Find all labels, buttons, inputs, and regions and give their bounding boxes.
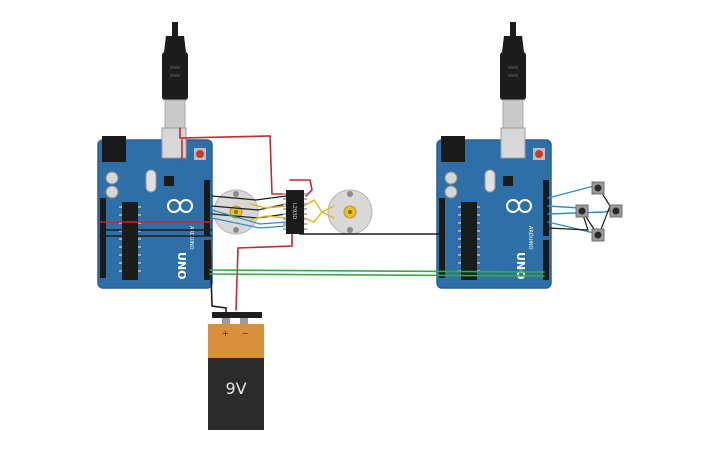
wire-black bbox=[599, 189, 611, 233]
wire-blue bbox=[547, 205, 581, 209]
reset-button[interactable] bbox=[535, 150, 543, 158]
wire-blue bbox=[547, 221, 599, 235]
wire-yellow bbox=[249, 215, 287, 221]
usb-cable-right[interactable] bbox=[500, 22, 526, 129]
board-brand-text: ARDUINO bbox=[188, 226, 194, 250]
wire-yellow bbox=[303, 211, 335, 223]
wire-red bbox=[179, 127, 291, 195]
push-button-bottom[interactable] bbox=[591, 228, 605, 242]
wire-red bbox=[235, 231, 293, 311]
battery-label: 9V bbox=[225, 379, 246, 398]
wire-black bbox=[211, 203, 287, 211]
battery-9v[interactable]: + − 9V bbox=[208, 312, 264, 430]
reset-button[interactable] bbox=[196, 150, 204, 158]
usb-cable-left[interactable] bbox=[162, 22, 188, 129]
wire-red bbox=[289, 179, 313, 197]
battery-plus-label: + bbox=[222, 329, 229, 338]
wire-black bbox=[547, 211, 589, 231]
arduino-logo-icon bbox=[167, 199, 193, 213]
wire-black bbox=[209, 239, 227, 315]
wire-yellow bbox=[303, 199, 335, 213]
wire-yellow bbox=[249, 203, 287, 209]
arduino-board-right[interactable]: UNO ARDUINO bbox=[436, 127, 552, 289]
arduino-logo-icon bbox=[506, 199, 532, 213]
driver-chip-label: L293D bbox=[291, 203, 297, 219]
push-button-left[interactable] bbox=[575, 204, 589, 218]
board-logo-text: UNO bbox=[175, 252, 188, 280]
push-button-top[interactable] bbox=[591, 181, 605, 195]
board-brand-text: ARDUINO bbox=[527, 226, 533, 250]
dc-motor-2[interactable] bbox=[327, 189, 373, 235]
wire-blue bbox=[547, 185, 595, 199]
arduino-board-left[interactable]: UNO ARDUINO bbox=[97, 127, 213, 289]
push-button-right[interactable] bbox=[609, 204, 623, 218]
wire-black bbox=[211, 195, 287, 201]
wire-blue bbox=[211, 217, 287, 229]
wire-green bbox=[209, 269, 545, 273]
motor-driver-chip[interactable]: L293D bbox=[283, 190, 307, 234]
wire-green bbox=[209, 273, 545, 277]
wire-group bbox=[99, 127, 617, 315]
wire-blue bbox=[211, 209, 287, 225]
battery-minus-label: − bbox=[242, 329, 249, 338]
dc-motor-1[interactable] bbox=[213, 189, 259, 235]
